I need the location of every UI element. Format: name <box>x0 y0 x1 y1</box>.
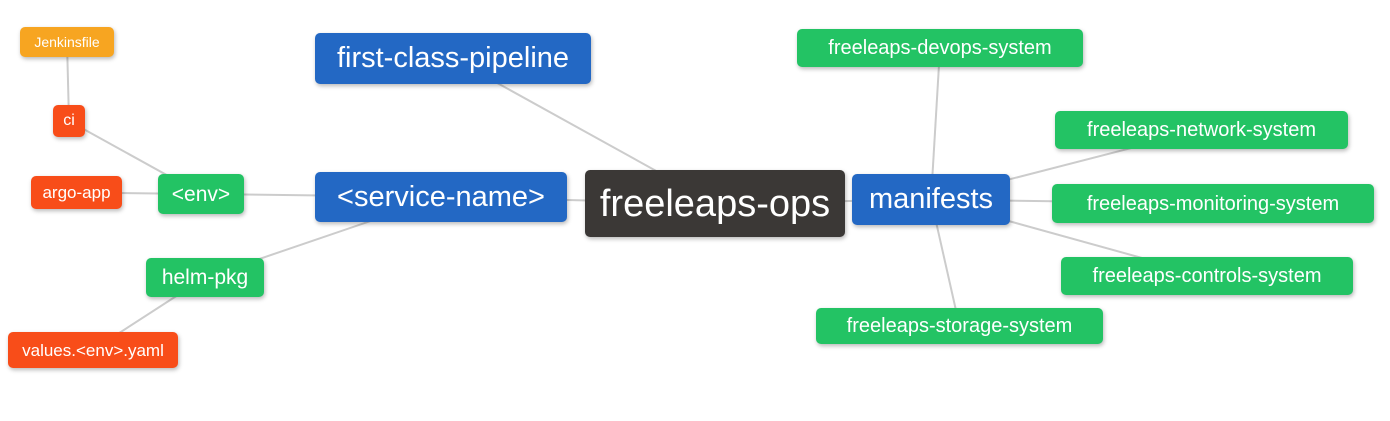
node-storage-system[interactable]: freeleaps-storage-system <box>816 308 1103 344</box>
node-manifests[interactable]: manifests <box>852 174 1010 225</box>
node-first-class-pipeline[interactable]: first-class-pipeline <box>315 33 591 84</box>
node-monitoring-system[interactable]: freeleaps-monitoring-system <box>1052 184 1374 223</box>
node-values-env-yaml[interactable]: values.<env>.yaml <box>8 332 178 368</box>
node-network-system[interactable]: freeleaps-network-system <box>1055 111 1348 149</box>
node-env[interactable]: <env> <box>158 174 244 214</box>
node-devops-system[interactable]: freeleaps-devops-system <box>797 29 1083 67</box>
node-argo-app[interactable]: argo-app <box>31 176 122 209</box>
node-jenkinsfile[interactable]: Jenkinsfile <box>20 27 114 57</box>
node-service-name[interactable]: <service-name> <box>315 172 567 222</box>
node-helm-pkg[interactable]: helm-pkg <box>146 258 264 297</box>
node-freeleaps-ops[interactable]: freeleaps-ops <box>585 170 845 237</box>
node-ci[interactable]: ci <box>53 105 85 137</box>
node-controls-system[interactable]: freeleaps-controls-system <box>1061 257 1353 295</box>
